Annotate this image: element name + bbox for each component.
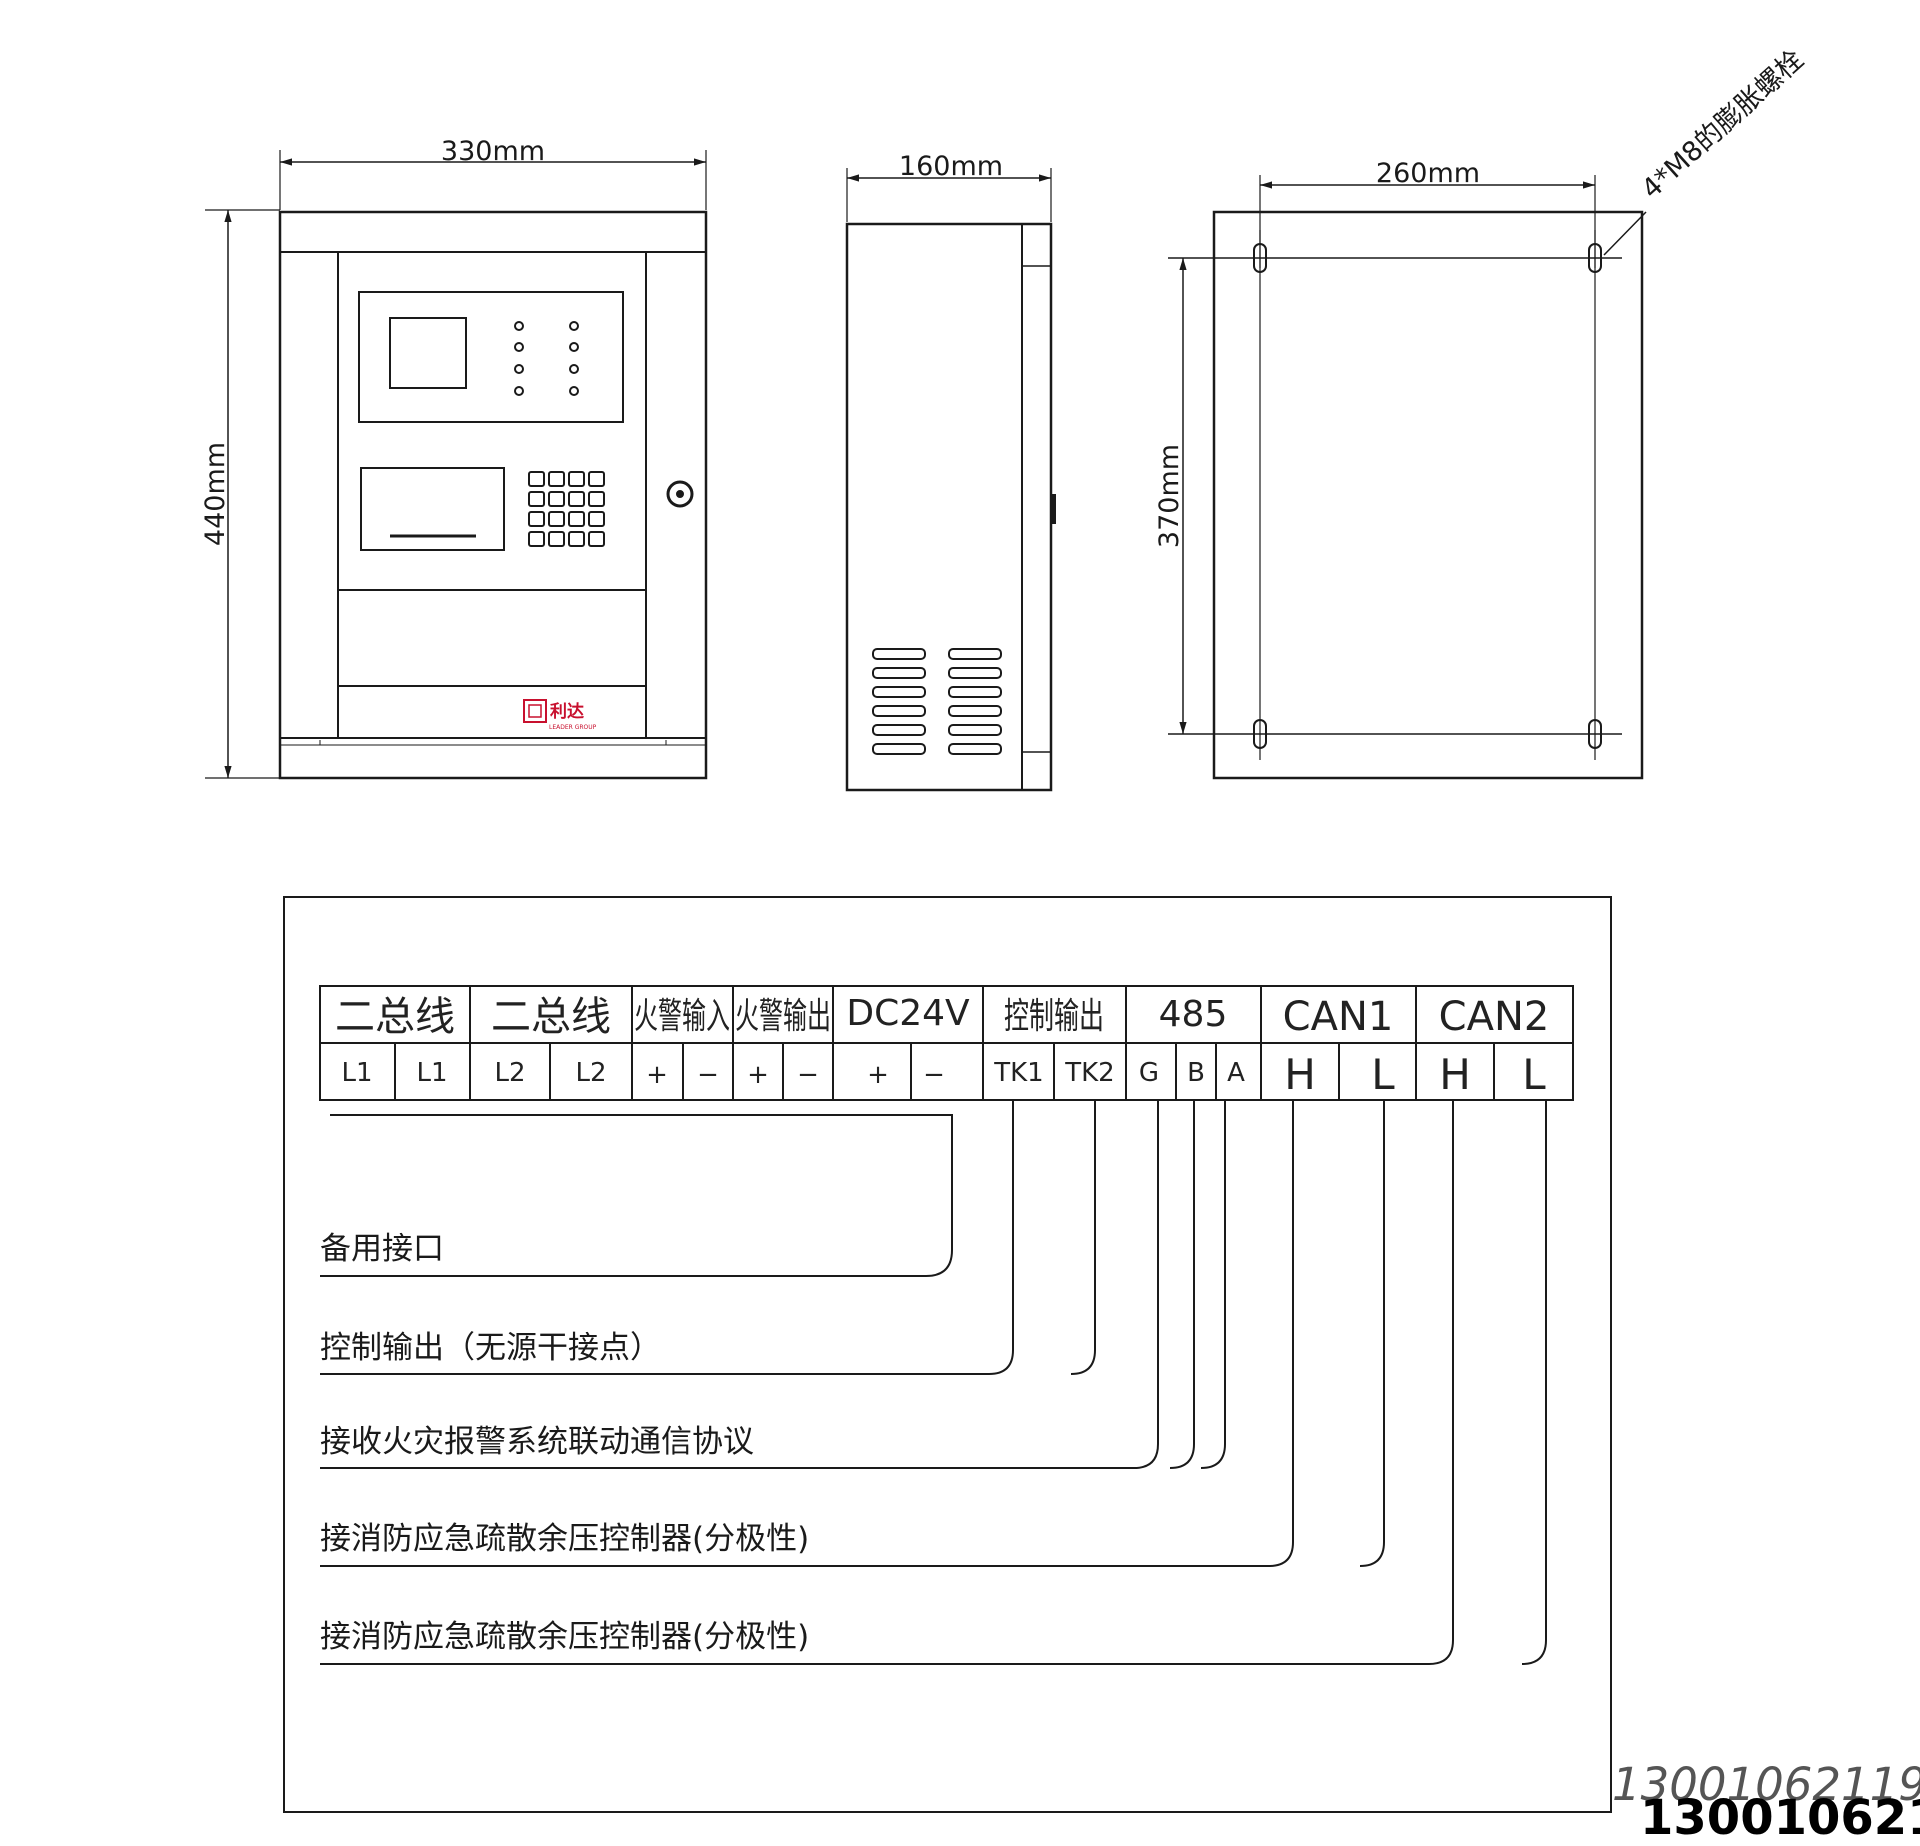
cell-l1-a: L1 [341,1058,372,1088]
vent-slot [872,648,926,660]
cell-fire-out-minus: − [797,1060,819,1090]
vent-slot [872,705,926,717]
cell-can2-l: L [1522,1050,1546,1099]
cell-l2-b: L2 [575,1058,606,1088]
cell-b: B [1187,1058,1205,1088]
cell-g: G [1139,1058,1159,1088]
desc-pressure-controller-1: 接消防应急疏散余压控制器(分极性) [320,1521,809,1557]
front-height-label: 440mm [200,442,231,546]
front-view [205,150,708,780]
brand-name: 利达 [550,701,584,722]
keypad-key [548,471,565,487]
phone-watermark-bold: 13001062119 [1640,1790,1920,1846]
header-bus-1: 二总线 [335,994,455,1040]
keypad-key [588,531,605,547]
cell-tk2: TK2 [1064,1058,1114,1088]
cell-can1-l: L [1371,1050,1395,1099]
cell-can1-h: H [1284,1050,1316,1099]
led-indicator [569,386,579,396]
keypad-key [548,531,565,547]
keypad-key [568,531,585,547]
vent-slot [948,667,1002,679]
vent-slot [872,743,926,755]
cell-fire-out-plus: + [747,1060,769,1090]
cell-dc-minus: − [923,1060,945,1090]
brand-sub: LEADER GROUP [549,724,597,731]
table-headers: 二总线 二总线 火警输入 火警输出 DC24V 控制输出 485 CAN1 CA… [335,993,1549,1040]
vent-slot [872,667,926,679]
keypad-key [548,491,565,507]
header-can2: CAN2 [1439,994,1550,1040]
phone-watermark-italic: 13001062119 [1612,1758,1920,1811]
desc-pressure-controller-2: 接消防应急疏散余压控制器(分极性) [320,1619,809,1655]
led-indicator [514,386,524,396]
cell-fire-in-plus: + [646,1060,668,1090]
cell-l1-b: L1 [416,1058,447,1088]
header-bus-2: 二总线 [491,994,611,1040]
desc-spare-port: 备用接口 [320,1231,444,1267]
led-indicator [514,321,524,331]
vent-slot [872,724,926,736]
vent-slot [948,686,1002,698]
keypad-key [528,471,545,487]
vent-slot [948,724,1002,736]
cell-fire-in-minus: − [697,1060,719,1090]
keypad-key [588,471,605,487]
back-view [1168,175,1647,780]
vent-slot [872,686,926,698]
header-fire-input: 火警输入 [634,996,730,1037]
cell-tk1: TK1 [993,1058,1043,1088]
keypad-key [548,511,565,527]
led-indicator [514,342,524,352]
keypad-key [588,491,605,507]
desc-control-output: 控制输出（无源干接点） [320,1330,661,1366]
wiring-leaders [320,1100,1547,1665]
header-can1: CAN1 [1283,994,1394,1040]
brand-logo: 利达 LEADER GROUP [523,699,597,731]
keypad-key [528,511,545,527]
keypad [528,471,605,547]
header-485: 485 [1159,994,1228,1035]
vent-slot [948,648,1002,660]
table-cells: L1 L1 L2 L2 + − + − + − TK1 TK2 G B A H … [341,1050,1546,1099]
keypad-key [568,471,585,487]
vent-slot [948,705,1002,717]
header-control-output: 控制输出 [1004,996,1104,1037]
back-width-label: 260mm [1376,158,1480,189]
terminal-table [319,985,1574,1101]
ventilation-slots [872,648,1002,755]
keypad-key [588,511,605,527]
keypad-key [568,491,585,507]
cell-a: A [1227,1058,1245,1088]
led-indicator [569,364,579,374]
wiring-frame [283,896,1612,1813]
keypad-key [528,491,545,507]
vent-slot [948,743,1002,755]
wiring-descriptions: 备用接口 控制输出（无源干接点） 接收火灾报警系统联动通信协议 接消防应急疏散余… [320,1231,809,1655]
led-indicator [569,342,579,352]
led-indicators [514,321,579,396]
back-height-label: 370mm [1154,444,1185,548]
header-dc24v: DC24V [846,993,970,1034]
keypad-key [528,531,545,547]
front-width-label: 330mm [441,136,545,167]
cell-dc-plus: + [867,1060,889,1090]
keypad-key [568,511,585,527]
side-depth-label: 160mm [899,151,1003,182]
side-view [845,168,1056,792]
cell-l2-a: L2 [494,1058,525,1088]
led-indicator [514,364,524,374]
desc-fire-alarm-protocol: 接收火灾报警系统联动通信协议 [320,1424,754,1460]
led-indicator [569,321,579,331]
cell-can2-h: H [1439,1050,1471,1099]
header-fire-output: 火警输出 [735,996,831,1037]
bolt-note: 4*M8的膨胀螺栓 [1636,44,1810,205]
